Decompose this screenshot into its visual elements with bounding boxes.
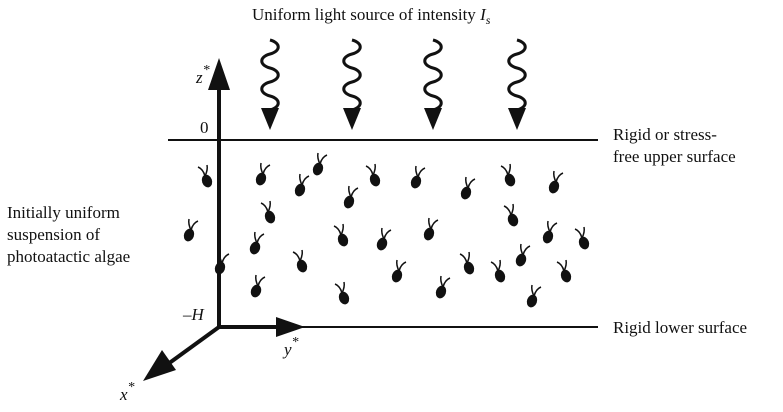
- light-ray: [342, 38, 362, 130]
- alga: [391, 259, 407, 283]
- alga: [542, 220, 558, 244]
- alga: [343, 185, 359, 209]
- alga: [333, 223, 349, 247]
- alga: [515, 243, 531, 267]
- alga: [249, 231, 265, 255]
- top-tick-label: 0: [200, 118, 209, 137]
- light-source-label: Uniform light source of intensity Is: [252, 5, 491, 27]
- algae-suspension: [183, 152, 590, 308]
- alga: [460, 176, 476, 200]
- light-rays: [260, 38, 527, 130]
- x-axis: [143, 325, 221, 381]
- alga: [556, 259, 572, 283]
- alga: [500, 163, 516, 187]
- alga: [365, 163, 381, 187]
- light-ray: [423, 38, 443, 130]
- lower-surface-label: Rigid lower surface: [613, 318, 747, 337]
- alga: [410, 165, 426, 189]
- alga: [435, 275, 451, 299]
- light-ray: [507, 38, 527, 130]
- bottom-tick-label: –H: [182, 305, 206, 324]
- alga: [183, 218, 199, 242]
- alga: [255, 162, 271, 186]
- alga: [260, 200, 276, 224]
- alga: [574, 226, 590, 250]
- alga: [376, 227, 392, 251]
- x-axis-label: x*: [119, 380, 135, 404]
- upper-surface-label-line2: free upper surface: [613, 147, 736, 166]
- alga: [214, 251, 230, 275]
- alga: [459, 251, 475, 275]
- y-axis: [219, 317, 305, 337]
- alga: [292, 249, 308, 273]
- y-axis-label: y*: [282, 335, 299, 359]
- alga: [334, 281, 350, 305]
- suspension-label-line1: Initially uniform: [7, 203, 120, 222]
- alga: [250, 274, 266, 298]
- alga: [490, 259, 506, 283]
- alga: [197, 164, 213, 188]
- alga: [548, 170, 564, 194]
- alga: [423, 217, 439, 241]
- suspension-label-line3: photoatactic algae: [7, 247, 130, 266]
- alga: [294, 173, 310, 197]
- alga: [312, 152, 328, 176]
- alga: [503, 203, 519, 227]
- z-axis: [208, 58, 230, 327]
- suspension-label-line2: suspension of: [7, 225, 100, 244]
- light-ray: [260, 38, 280, 130]
- z-axis-label: z*: [195, 63, 210, 87]
- upper-surface-label-line1: Rigid or stress-: [613, 125, 717, 144]
- alga: [526, 284, 542, 308]
